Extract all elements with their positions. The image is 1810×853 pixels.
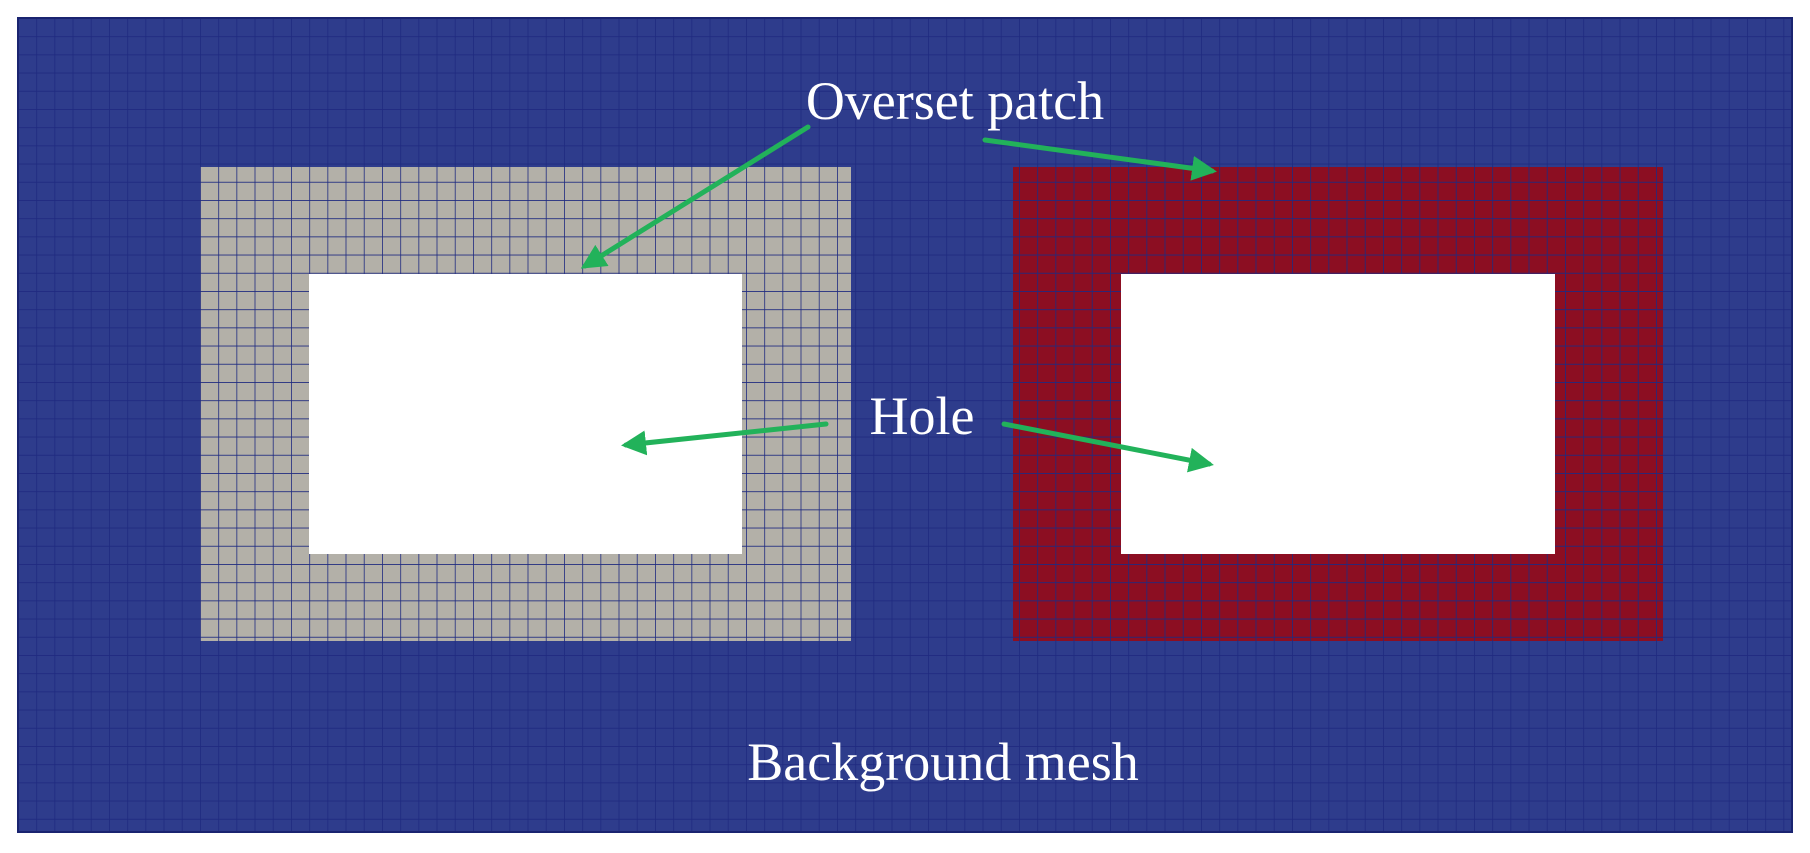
overset-patch-label: Overset patch: [806, 71, 1104, 131]
background-mesh-label: Background mesh: [747, 732, 1138, 792]
overset-patch-left: [200, 167, 851, 641]
hole-right: [1121, 274, 1555, 554]
hole-arrow-right: [1001, 421, 1214, 473]
hole-left: [309, 274, 742, 554]
hole-arrow-left: [621, 421, 829, 456]
overset-patch-right: [1013, 167, 1663, 641]
overset-arrow-right: [982, 137, 1217, 181]
overset-arrow-left: [580, 124, 811, 269]
hole-label: Hole: [870, 386, 975, 446]
